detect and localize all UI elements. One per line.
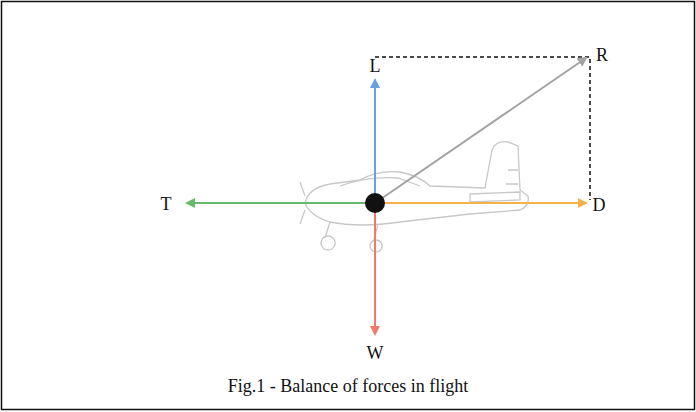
thrust-arrow [187,202,375,204]
resultant-arrow [375,58,586,203]
force-label: T [161,195,172,213]
weight-arrow [374,203,376,334]
force-label: D [593,196,606,214]
lift-arrow [374,80,376,203]
figure-caption: Fig.1 - Balance of forces in flight [228,377,468,395]
center-of-gravity [365,193,385,213]
force-label: L [370,57,381,75]
force-label: R [596,46,608,64]
force-label: W [367,344,384,362]
drag-arrow [375,202,586,204]
airplane-sketch [300,142,528,252]
